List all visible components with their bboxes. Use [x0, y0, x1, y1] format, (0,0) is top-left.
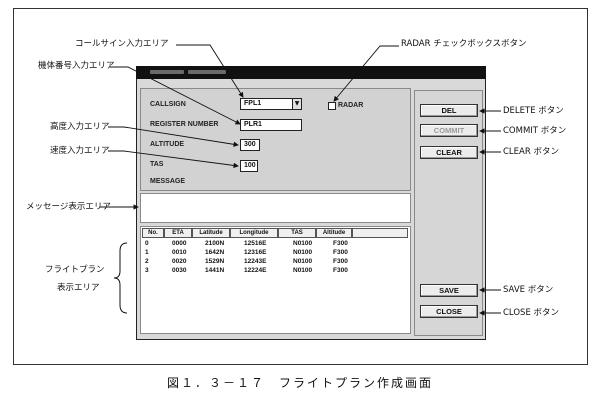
- cell-no: 1: [145, 249, 149, 256]
- cell-altitude: F300: [333, 249, 348, 256]
- cell-latitude: 1441N: [205, 267, 225, 274]
- cell-altitude: F300: [333, 267, 348, 274]
- radar-label: RADAR: [338, 102, 364, 109]
- annotation-altitude-area: 高度入力エリア: [50, 122, 110, 132]
- column-header-empty: [352, 228, 408, 238]
- cell-eta: 0020: [172, 258, 187, 265]
- table-row[interactable]: 2 0020 1529N 12243E N0100 F300: [142, 258, 408, 267]
- cell-eta: 0030: [172, 267, 187, 274]
- altitude-label: ALTITUDE: [150, 141, 185, 148]
- dialog-title-text: [150, 70, 184, 74]
- cell-latitude: 1642N: [205, 249, 225, 256]
- radar-checkbox[interactable]: [328, 102, 336, 110]
- register-number-input[interactable]: PLR1: [240, 119, 302, 131]
- figure-caption: 図１．３－１７ フライトプラン作成画面: [166, 376, 433, 390]
- altitude-input[interactable]: 300: [240, 139, 260, 151]
- cell-longitude: 12516E: [244, 240, 267, 247]
- cell-latitude: 1529N: [205, 258, 225, 265]
- flight-plan-list[interactable]: [140, 226, 411, 334]
- annotation-save-button: SAVE ボタン: [503, 285, 554, 295]
- cell-no: 3: [145, 267, 149, 274]
- clear-button[interactable]: CLEAR: [420, 146, 478, 159]
- cell-longitude: 12316E: [244, 249, 267, 256]
- message-label: MESSAGE: [150, 178, 186, 185]
- cell-eta: 0000: [172, 240, 187, 247]
- tas-input[interactable]: 100: [240, 160, 258, 172]
- commit-button[interactable]: COMMIT: [420, 124, 478, 137]
- cell-tas: N0100: [293, 240, 313, 247]
- cell-longitude: 12224E: [244, 267, 267, 274]
- message-display-area: [140, 193, 411, 223]
- table-row[interactable]: 3 0030 1441N 12224E N0100 F300: [142, 267, 408, 276]
- column-header-altitude[interactable]: Altitude: [316, 228, 352, 238]
- annotation-close-button: CLOSE ボタン: [503, 308, 560, 318]
- column-header-no[interactable]: No.: [142, 228, 164, 238]
- chevron-down-icon[interactable]: ▼: [292, 98, 302, 110]
- dialog-title-text: [188, 70, 226, 74]
- column-header-eta[interactable]: ETA: [164, 228, 192, 238]
- annotation-flight-plan-area: フライトプラン: [45, 265, 105, 275]
- cell-altitude: F300: [333, 258, 348, 265]
- column-header-tas[interactable]: TAS: [278, 228, 316, 238]
- del-button[interactable]: DEL: [420, 104, 478, 117]
- callsign-label: CALLSIGN: [150, 101, 186, 108]
- register-number-label: REGISTER NUMBER: [150, 121, 219, 128]
- column-header-longitude[interactable]: Longitude: [230, 228, 278, 238]
- save-button[interactable]: SAVE: [420, 284, 478, 297]
- annotation-commit-button: COMMIT ボタン: [503, 126, 567, 136]
- annotation-radar-checkbox: RADAR チェックボックスボタン: [401, 39, 527, 49]
- cell-no: 0: [145, 240, 149, 247]
- tas-label: TAS: [150, 161, 164, 168]
- annotation-flight-plan-area: 表示エリア: [57, 283, 100, 293]
- cell-latitude: 2100N: [205, 240, 225, 247]
- close-button[interactable]: CLOSE: [420, 305, 478, 318]
- figure-frame: [13, 8, 588, 365]
- column-header-latitude[interactable]: Latitude: [192, 228, 230, 238]
- table-row[interactable]: 0 0000 2100N 12516E N0100 F300: [142, 240, 408, 249]
- cell-tas: N0100: [293, 258, 313, 265]
- annotation-clear-button: CLEAR ボタン: [503, 147, 559, 157]
- table-row[interactable]: 1 0010 1642N 12316E N0100 F300: [142, 249, 408, 258]
- cell-longitude: 12243E: [244, 258, 267, 265]
- callsign-select[interactable]: FPL1: [240, 98, 293, 110]
- annotation-delete-button: DELETE ボタン: [503, 106, 564, 116]
- cell-altitude: F300: [333, 240, 348, 247]
- cell-tas: N0100: [293, 267, 313, 274]
- annotation-callsign-area: コールサイン入力エリア: [75, 39, 169, 49]
- cell-eta: 0010: [172, 249, 187, 256]
- annotation-message-area: メッセージ表示エリア: [26, 202, 111, 212]
- annotation-tas-area: 速度入力エリア: [50, 146, 110, 156]
- cell-no: 2: [145, 258, 149, 265]
- annotation-register-area: 機体番号入力エリア: [38, 61, 115, 71]
- cell-tas: N0100: [293, 249, 313, 256]
